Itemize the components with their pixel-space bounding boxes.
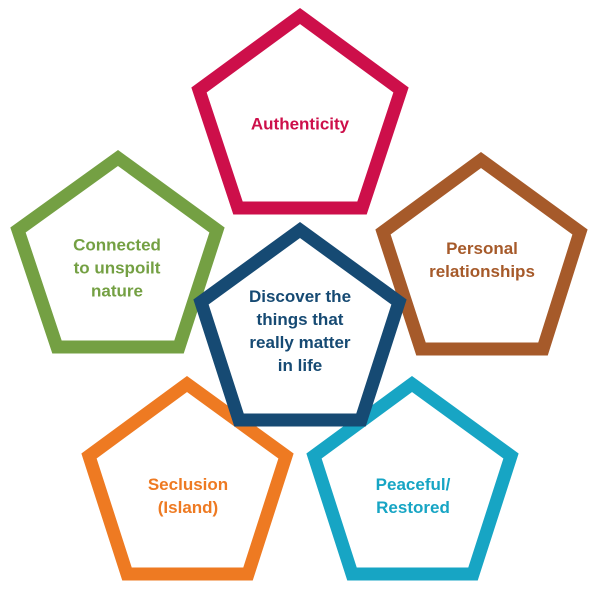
label-center: Discover the things that really matter i…	[248, 287, 352, 375]
pentagon-personal-relationships	[375, 151, 588, 356]
pentagon-seclusion-island	[81, 375, 294, 581]
pentagon-connected-nature	[10, 149, 225, 354]
pentagon-authenticity	[191, 7, 409, 215]
label-connected-nature: Connected to unspoilt nature	[73, 235, 161, 301]
label-peaceful-restored: Peaceful/ Restored	[375, 475, 451, 517]
pentagon-center	[193, 221, 407, 427]
label-authenticity: Authenticity	[250, 114, 350, 134]
label-personal-relationships: Personal relationships	[429, 239, 535, 281]
label-seclusion-island: Seclusion (Island)	[147, 475, 229, 517]
pentagon-peaceful-restored	[306, 375, 519, 581]
